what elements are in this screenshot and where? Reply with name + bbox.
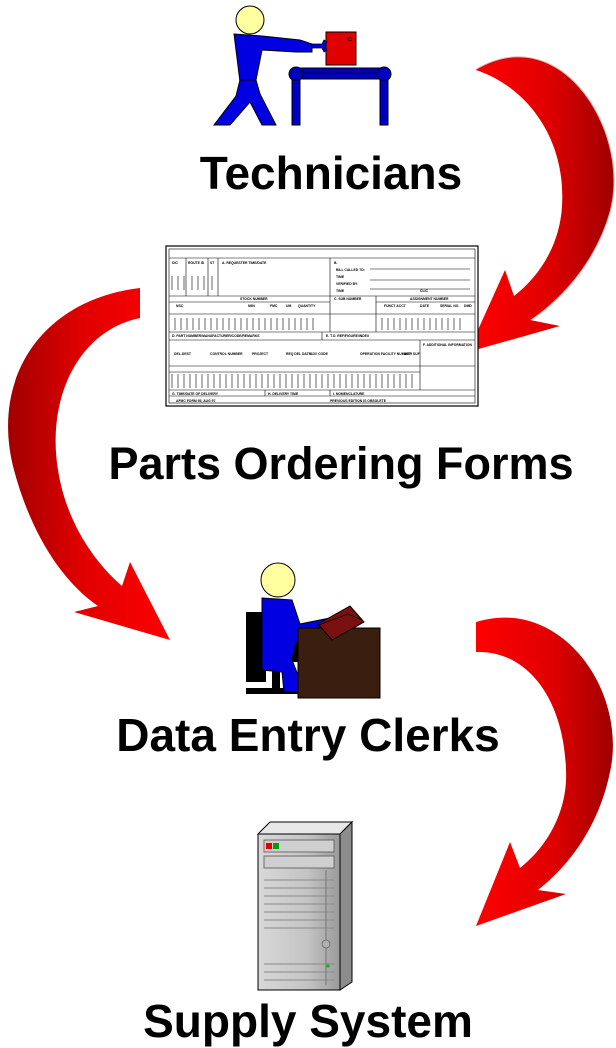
- form-footer-left: AFMC FORM 95, AUG 97: [176, 399, 216, 403]
- parts-order-form-icon: DIC ROUTE ID ST A. REQUESTER TIME/DATE B…: [165, 245, 479, 407]
- form-header-control-number: CONTROL NUMBER: [210, 352, 243, 356]
- step-label-parts-ordering-forms: Parts Ordering Forms: [108, 438, 574, 489]
- flow-arrow-1: [468, 56, 615, 353]
- form-field-delivery-time: H. DELIVERY TIME: [268, 392, 299, 396]
- form-field-b: B.: [334, 261, 337, 265]
- form-field-additional-info: F. ADDITIONAL INFORMATION: [423, 343, 472, 347]
- form-header-fmc: FMC: [270, 304, 278, 308]
- form-field-st: ST: [210, 261, 215, 265]
- form-field-verified-by: VERIFIED BY:: [336, 282, 358, 286]
- form-header-stock-number: STOCK NUMBER: [240, 297, 268, 301]
- form-header-req-del-date: REQ DEL DATE: [286, 352, 312, 356]
- technician-conveyor-icon: [212, 5, 392, 126]
- form-header-serial-no: SERIAL NO.: [440, 304, 459, 308]
- form-header-project: PROJECT: [252, 352, 269, 356]
- form-field-requester: A. REQUESTER TIME/DATE: [222, 261, 267, 265]
- clerk-at-desk-icon: [246, 562, 381, 699]
- form-header-dmd: DMD: [464, 304, 472, 308]
- form-field-nomenclature: I. NOMENCLATURE: [333, 392, 365, 396]
- form-header-act-suf: ACT/ SUF: [404, 352, 420, 356]
- form-field-to-ref: E. T.O. REF/FIGURE/INDEX: [326, 334, 370, 338]
- form-field-clic: CLIC: [420, 289, 428, 293]
- form-header-nsc: NSC: [176, 304, 184, 308]
- form-field-dic: DIC: [172, 261, 178, 265]
- form-header-um: UM: [286, 304, 291, 308]
- form-header-adv-code: ADV CODE: [310, 352, 329, 356]
- form-field-bill-called: BILL CALLED TO:: [336, 268, 365, 272]
- step-label-supply-system: Supply System: [143, 995, 473, 1047]
- form-header-quantity: QUANTITY: [298, 304, 316, 308]
- form-field-time-date-delivery: G. TIME/DATE OF DELIVERY: [172, 392, 219, 396]
- form-header-funct-acct: FUNCT ACCT: [384, 304, 407, 308]
- form-header-del-dest: DEL-DEST: [174, 352, 192, 356]
- server-tower-icon: [256, 820, 354, 991]
- step-label-data-entry-clerks: Data Entry Clerks: [116, 709, 500, 761]
- form-footer-right: PREVIOUS EDITION IS OBSOLETE: [330, 399, 387, 403]
- step-label-technicians: Technicians: [199, 147, 463, 199]
- form-header-sub-number: C. SUB NUMBER: [334, 297, 362, 301]
- form-field-route-id: ROUTE ID: [188, 261, 205, 265]
- flow-arrow-2: [8, 288, 170, 640]
- form-header-date: DATE: [420, 304, 430, 308]
- form-field-part-number: D. PART NUMBER/MANUFACTURER/CODE/REMARKS: [172, 334, 260, 338]
- form-field-time-2: TIME: [336, 289, 345, 293]
- form-field-time-1: TIME: [336, 275, 345, 279]
- flow-arrow-3: [476, 617, 613, 926]
- form-header-operation-facility: OPERATION FACILITY NUMBER: [360, 352, 412, 356]
- form-header-assignment-number: ASSIGNMENT NUMBER: [410, 297, 449, 301]
- form-header-niin: NIIN: [248, 304, 255, 308]
